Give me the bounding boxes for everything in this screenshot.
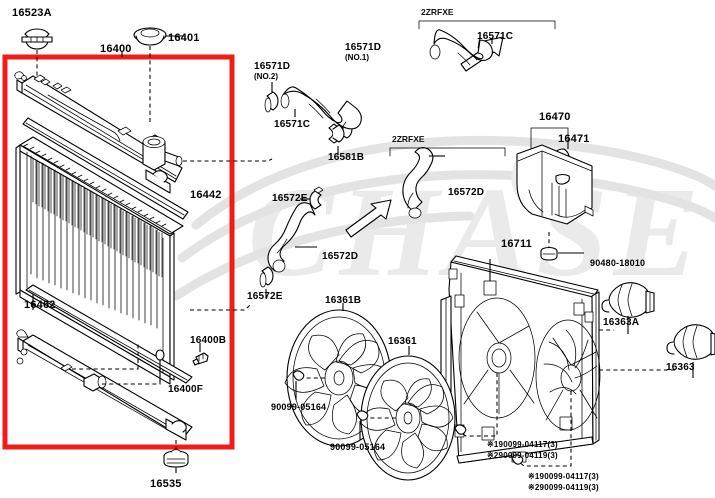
part-callout-290099041193[interactable]: ※290099-04119(3) xyxy=(528,483,599,492)
part-callout-16572E[interactable]: 16572E xyxy=(247,291,283,302)
dash-to-clamp-16571D-no2 xyxy=(183,158,273,162)
part-callout-16571D[interactable]: 16571D(NO.2) xyxy=(254,61,291,81)
hose-group-16571C-left xyxy=(264,36,504,155)
part-callout-16361[interactable]: 16361 xyxy=(388,336,417,347)
bracket-2ZRFXE-mid xyxy=(389,147,506,157)
part-callout-16523A[interactable]: 16523A xyxy=(12,7,52,19)
part-callout-16711[interactable]: 16711 xyxy=(501,238,532,250)
watermark: CHASE R xyxy=(171,135,715,303)
part-16400F-grommet xyxy=(155,349,165,382)
part-callout-9048018010[interactable]: 90480-18010 xyxy=(590,258,646,268)
part-callout-16470[interactable]: 16470 xyxy=(539,111,571,123)
part-callout-sublabel: (NO.1) xyxy=(345,52,369,62)
part-16400B-bolt xyxy=(192,343,209,366)
part-16523A-drain-cock xyxy=(21,28,53,78)
radiator-core xyxy=(15,136,184,385)
part-callout-16363A[interactable]: 16363A xyxy=(603,317,640,328)
part-callout-16442[interactable]: 16442 xyxy=(190,189,222,201)
part-callout-16401[interactable]: 16401 xyxy=(168,32,200,44)
bracket-2ZRFXE-top xyxy=(418,20,556,30)
part-16363A-fan-motor xyxy=(601,282,655,334)
part-16361-fan xyxy=(356,346,456,481)
part-callout-16462[interactable]: 16462 xyxy=(24,299,56,311)
part-callout-16361B[interactable]: 16361B xyxy=(325,295,362,306)
part-callout-16571C[interactable]: 16571C xyxy=(274,119,311,130)
reservoir-assembly xyxy=(516,127,594,261)
radiator-assembly-highlight xyxy=(2,54,235,450)
part-16462-lower-frame xyxy=(25,284,193,384)
part-16572E-clamp-lower xyxy=(259,266,274,298)
part-callout-290099041193[interactable]: ※290099-04119(3) xyxy=(487,451,558,460)
part-16442-upper-frame xyxy=(22,117,189,220)
fastener-heads xyxy=(454,424,524,465)
part-callout-sublabel: (NO.2) xyxy=(254,71,278,81)
radiator-lower-tank xyxy=(16,329,193,441)
hose-16572D-left xyxy=(259,186,392,298)
shroud-fan-openings xyxy=(458,297,601,431)
part-16572E-clamp-upper xyxy=(300,186,324,210)
part-callout-16572D[interactable]: 16572D xyxy=(322,251,359,262)
part-16581B-clamp xyxy=(328,123,345,155)
part-callout-16572D[interactable]: 16572D xyxy=(448,187,485,198)
part-callout-16581B[interactable]: 16581B xyxy=(328,152,365,163)
part-16401-radiator-cap xyxy=(133,27,184,125)
dash-to-clamp-16572E xyxy=(190,302,253,311)
part-16571D-clamp-no2 xyxy=(264,82,279,113)
part-callout-9009905164[interactable]: 90099-05164 xyxy=(271,402,327,412)
hose-16572D-right xyxy=(402,146,445,219)
part-callout-190099041173[interactable]: ※190099-04117(3) xyxy=(487,440,558,449)
engine-group-label: 2ZRFXE xyxy=(392,134,425,144)
hose-16571C-right xyxy=(429,29,493,66)
dash-fastener-right xyxy=(518,391,572,467)
part-callout-16535[interactable]: 16535 xyxy=(150,478,182,490)
part-callout-16363[interactable]: 16363 xyxy=(666,362,695,373)
flow-arrow-lower xyxy=(345,199,392,238)
part-callout-16400B[interactable]: 16400B xyxy=(190,335,227,346)
part-callout-9009905164[interactable]: 90099-05164 xyxy=(330,442,386,452)
part-16470-reservoir-tank xyxy=(516,144,594,225)
radiator-assembly xyxy=(14,27,273,441)
bracket-16470 xyxy=(530,127,569,151)
part-callout-16572E[interactable]: 16572E xyxy=(272,193,308,204)
part-16363-fan-motor xyxy=(666,324,715,378)
part-callout-16471[interactable]: 16471 xyxy=(558,133,590,145)
part-callout-190099041173[interactable]: ※190099-04117(3) xyxy=(528,472,599,481)
part-callout-16400[interactable]: 16400 xyxy=(100,43,132,55)
part-callout-16571D[interactable]: 16571D(NO.1) xyxy=(345,42,382,62)
dash-fastener-left xyxy=(460,373,498,437)
fan-shroud-assembly xyxy=(440,255,675,467)
radiator-upper-tank xyxy=(14,71,183,194)
part-callout-16400F[interactable]: 16400F xyxy=(168,384,204,395)
part-16535-cushion xyxy=(163,440,189,473)
part-callout-16571C[interactable]: 16571C xyxy=(477,31,514,42)
part-90480-18010-plug xyxy=(540,232,584,261)
engine-group-label: 2ZRFXE xyxy=(421,7,454,17)
